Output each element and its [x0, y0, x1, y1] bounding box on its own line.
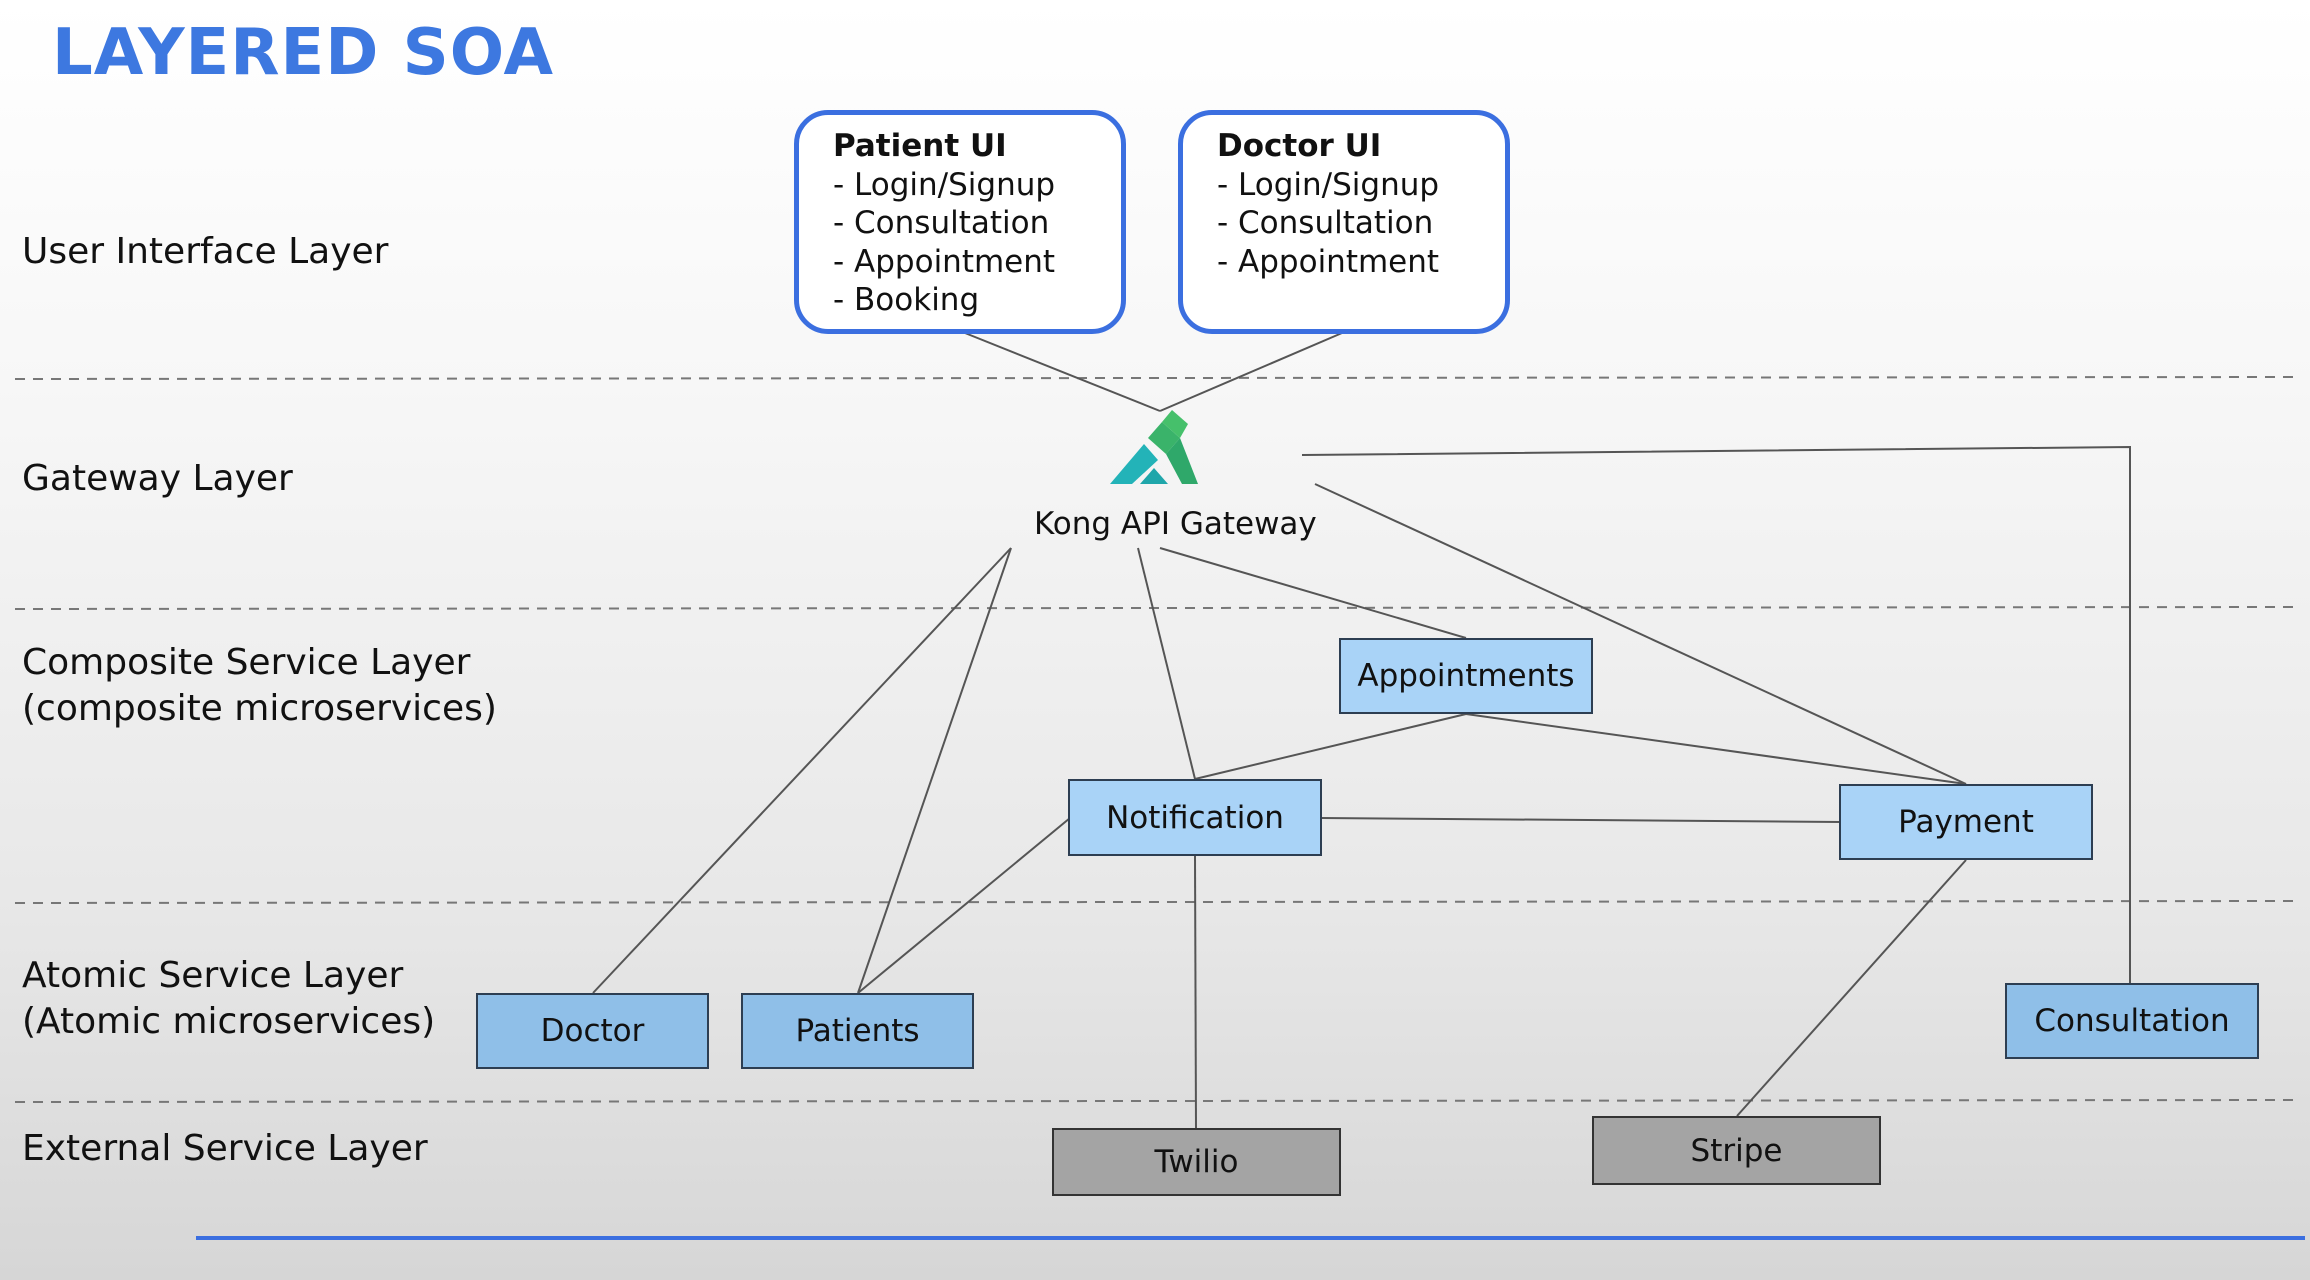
separator-gateway-composite: [14, 606, 2296, 610]
doctor-ui-box: Doctor UI - Login/Signup - Consultation …: [1178, 110, 1510, 334]
layer-label-composite-line1: Composite Service Layer: [22, 642, 471, 683]
layer-label-external: External Service Layer: [22, 1128, 428, 1169]
patient-ui-item: - Booking: [833, 282, 980, 318]
link-appointments-notification: [1194, 713, 1467, 780]
patient-ui-box: Patient UI - Login/Signup - Consultation…: [794, 110, 1126, 334]
layer-label-atomic-line1: Atomic Service Layer: [22, 955, 404, 996]
gateway-label: Kong API Gateway: [1034, 506, 1317, 542]
layer-label-composite-line2: (composite microservices): [22, 688, 497, 729]
link-gateway-notification: [1137, 547, 1196, 780]
separator-atomic-external: [14, 1099, 2296, 1103]
service-consultation: Consultation: [2005, 983, 2259, 1059]
layer-label-composite: Composite Service Layer (composite micro…: [22, 640, 497, 732]
patient-ui-title: Patient UI: [833, 128, 1007, 164]
connectors: [592, 332, 2131, 1129]
patient-ui-item: - Appointment: [833, 243, 1056, 280]
link-notification-payment: [1320, 817, 1842, 823]
service-twilio: Twilio: [1052, 1128, 1341, 1196]
link-appointments-payment: [1465, 713, 1967, 785]
link-patientui-gateway: [964, 332, 1161, 412]
layer-label-ui: User Interface Layer: [22, 231, 389, 272]
doctor-ui-title: Doctor UI: [1217, 128, 1382, 164]
page-title: LAYERED SOA: [52, 16, 554, 90]
link-gateway-appointments: [1159, 547, 1467, 639]
service-notification: Notification: [1068, 779, 1322, 856]
doctor-ui-item: - Appointment: [1217, 243, 1440, 280]
patient-ui-item: - Login/Signup: [833, 166, 1056, 203]
link-gateway-patients: [857, 547, 1012, 994]
separator-composite-atomic: [14, 900, 2296, 904]
doctor-ui-item: - Consultation: [1217, 205, 1434, 241]
patient-ui-item: - Consultation: [833, 205, 1050, 241]
service-doctor: Doctor: [476, 993, 709, 1069]
separator-ui-gateway: [14, 376, 2296, 380]
service-payment: Payment: [1839, 784, 2093, 860]
service-appointments: Appointments: [1339, 638, 1593, 714]
link-gateway-doctor: [592, 547, 1012, 994]
layer-label-atomic: Atomic Service Layer (Atomic microservic…: [22, 953, 435, 1045]
service-patients: Patients: [741, 993, 974, 1069]
layer-separators: [14, 376, 2296, 1103]
link-gateway-consultation: [1301, 445, 2131, 983]
kong-logo-icon: [1110, 410, 1198, 484]
link-notification-patients: [857, 817, 1071, 994]
link-doctorui-gateway: [1159, 332, 1343, 412]
link-gateway-payment: [1314, 483, 1967, 785]
doctor-ui-item: - Login/Signup: [1217, 166, 1440, 203]
link-payment-stripe: [1736, 859, 1967, 1117]
layer-label-atomic-line2: (Atomic microservices): [22, 1001, 436, 1042]
link-notification-twilio: [1194, 855, 1197, 1129]
layer-label-gateway: Gateway Layer: [22, 458, 293, 499]
service-stripe: Stripe: [1592, 1116, 1881, 1185]
